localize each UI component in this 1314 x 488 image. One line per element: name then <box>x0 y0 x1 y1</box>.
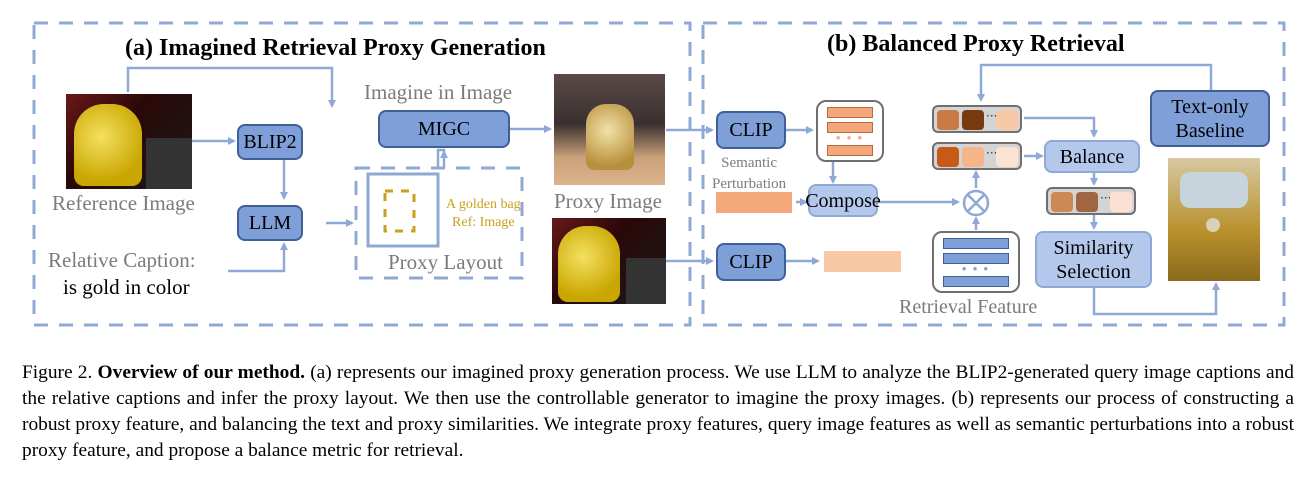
imagine-in-image-label: Imagine in Image <box>364 80 513 104</box>
similarity-selection-box: Similarity Selection <box>1035 231 1152 288</box>
ellipsis: ··· <box>986 146 998 160</box>
retrieval-feature-bar <box>943 238 1009 249</box>
proxy-feature-bar <box>827 107 873 118</box>
retrieval-feature-label: Retrieval Feature <box>899 296 1038 318</box>
method-overview-diagram: (a) Imagined Retrieval Proxy Generation … <box>32 21 1286 327</box>
similarity-row-balanced: ··· <box>1046 187 1136 215</box>
result-image <box>1168 158 1260 281</box>
similarity-row-text: ··· <box>932 105 1022 133</box>
panel-b-frame <box>701 21 1286 327</box>
panel-a-title: (a) Imagined Retrieval Proxy Generation <box>125 35 546 61</box>
query-feature <box>824 251 901 272</box>
caption-body: (a) represents our imagined proxy genera… <box>22 362 1294 461</box>
text-only-baseline-box: Text-only Baseline <box>1150 90 1270 147</box>
retrieval-feature-bar <box>943 253 1009 264</box>
proxy-feature-bar <box>827 145 873 156</box>
retrieval-feature-bar <box>943 276 1009 287</box>
llm-box: LLM <box>237 205 303 241</box>
layout-text-line2: Ref: Image <box>452 215 515 230</box>
connector-layer <box>32 21 1286 327</box>
figure-caption: Figure 2. Overview of our method. (a) re… <box>22 360 1294 464</box>
clip-box-bottom: CLIP <box>716 243 786 281</box>
perturbation-feature <box>716 192 792 213</box>
proxy-image-label: Proxy Image <box>554 189 662 213</box>
reference-image-label: Reference Image <box>52 191 195 215</box>
arrow-caption-to-llm <box>228 242 288 273</box>
panel-a-frame <box>32 21 692 327</box>
stack-dots: ● ● ● <box>835 133 865 142</box>
proxy-feature-stack: ● ● ● <box>816 100 884 162</box>
similarity-cell <box>996 147 1018 167</box>
blip2-box: BLIP2 <box>237 124 303 160</box>
similarity-cell <box>962 110 984 130</box>
proxy-image <box>554 74 665 185</box>
arrow-baseline-to-sim <box>977 63 1213 102</box>
similarity-cell <box>1051 192 1073 212</box>
caption-prefix: Figure 2. <box>22 362 93 383</box>
ellipsis: ··· <box>986 109 998 123</box>
caption-bold: Overview of our method. <box>97 362 305 383</box>
similarity-cell <box>937 110 959 130</box>
combine-icon <box>962 189 990 217</box>
migc-box: MIGC <box>378 110 510 148</box>
similarity-cell <box>1076 192 1098 212</box>
balance-box: Balance <box>1044 140 1140 173</box>
retrieval-feature-stack: ● ● ● <box>932 231 1020 293</box>
layout-text: A golden bag Ref: Image <box>446 196 521 232</box>
arrow-sim1-to-balance <box>1024 116 1098 138</box>
relative-caption-text: is gold in color <box>63 275 190 299</box>
ellipsis: ··· <box>1100 191 1112 205</box>
proxy-feature-bar <box>827 122 873 133</box>
relative-caption-label: Relative Caption: <box>48 248 196 272</box>
layout-text-line1: A golden bag <box>446 197 521 212</box>
similarity-cell <box>996 110 1018 130</box>
reference-image <box>66 94 192 189</box>
similarity-cell <box>937 147 959 167</box>
arrow-selection-to-result <box>1092 282 1220 316</box>
similarity-row-proxy: ··· <box>932 142 1022 170</box>
query-image <box>552 218 666 304</box>
semantic-perturbation-label: Semantic Perturbation <box>712 155 787 192</box>
proxy-layout-label: Proxy Layout <box>388 250 503 274</box>
layout-bbox <box>383 189 416 233</box>
clip-box-top: CLIP <box>716 111 786 149</box>
similarity-cell <box>962 147 984 167</box>
stack-dots: ● ● ● <box>961 264 991 273</box>
layout-canvas <box>366 172 440 248</box>
arrow-ref-to-migc <box>126 66 336 108</box>
similarity-cell <box>1110 192 1132 212</box>
compose-box: Compose <box>805 184 881 217</box>
panel-b-title: (b) Balanced Proxy Retrieval <box>827 31 1125 57</box>
